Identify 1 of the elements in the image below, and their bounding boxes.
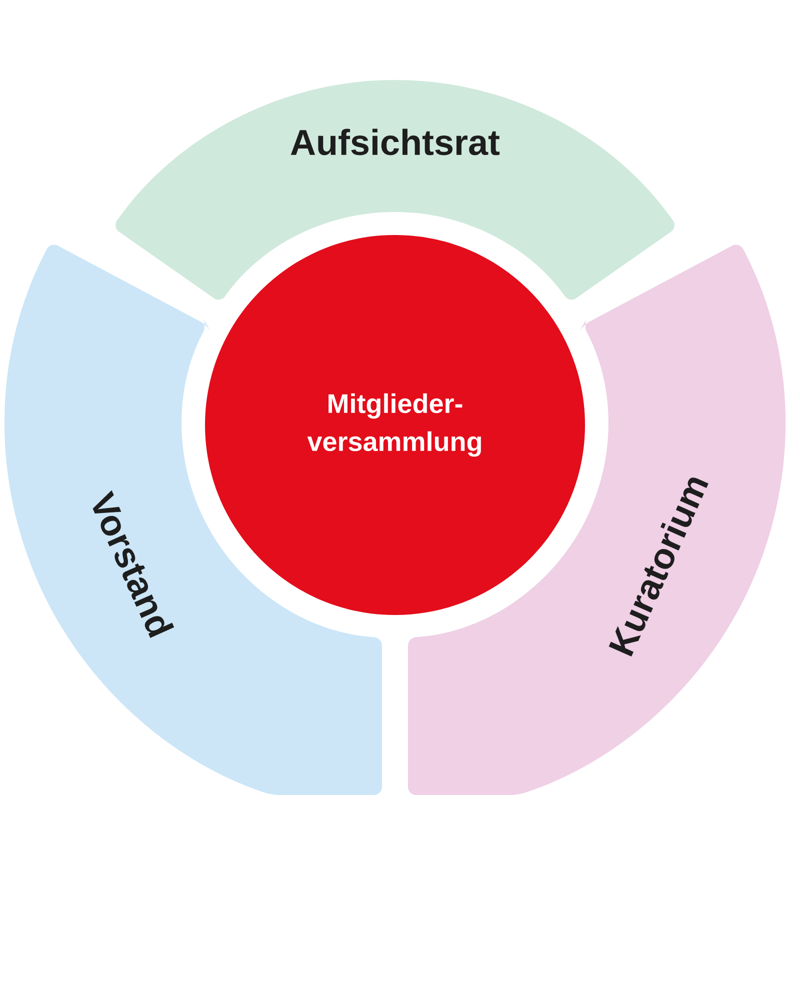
ring-segment: Aufsichtsrat [116, 80, 674, 300]
